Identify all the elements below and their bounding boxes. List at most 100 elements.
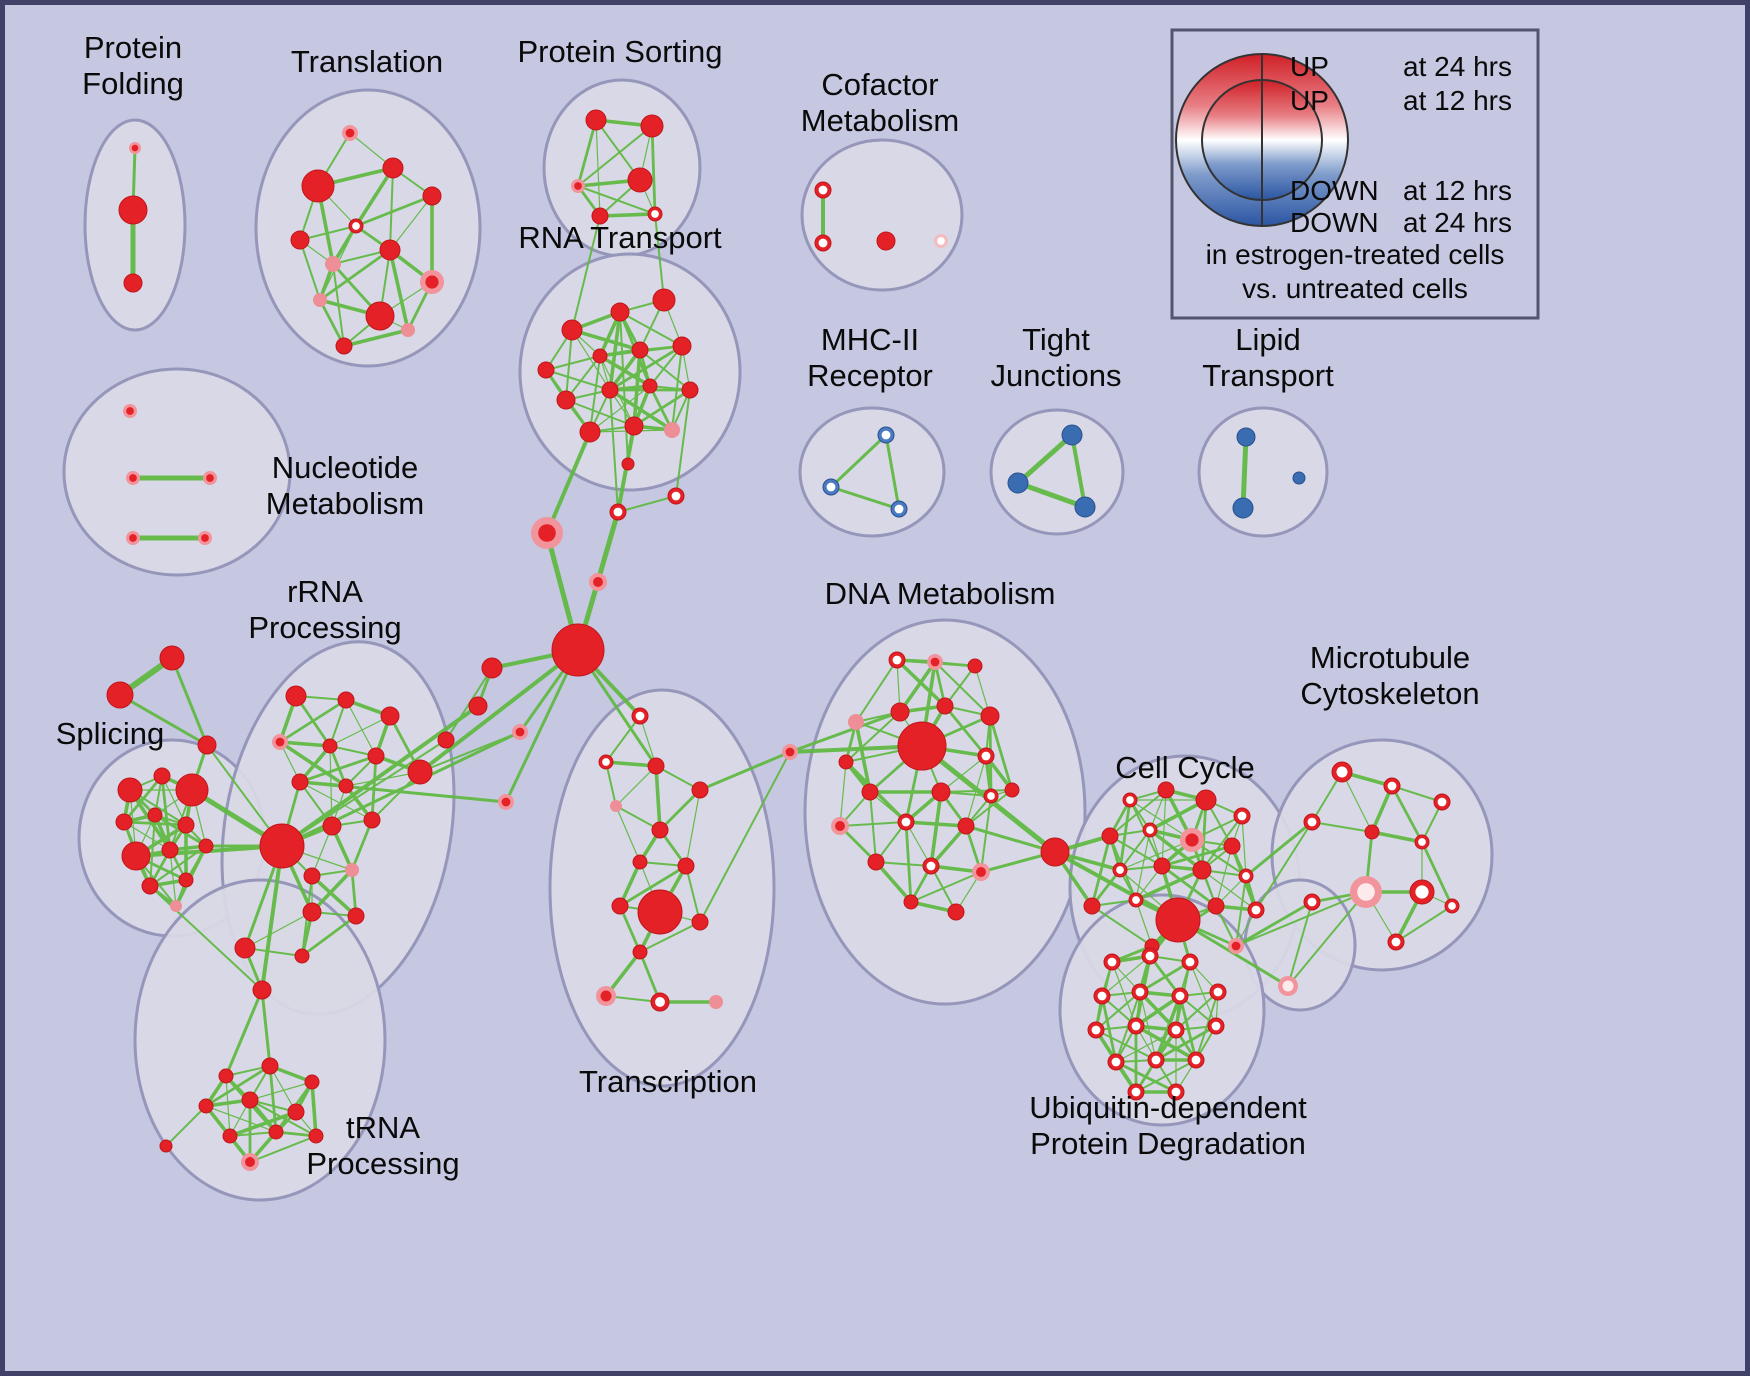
edge (1287, 891, 1367, 987)
gene-node (1004, 782, 1020, 798)
gene-node (1061, 424, 1083, 446)
gene-node (1107, 1053, 1125, 1071)
edge (280, 730, 522, 848)
gene-node (1387, 933, 1405, 951)
gene-node (123, 404, 137, 418)
edge (299, 225, 357, 241)
edge (608, 310, 622, 392)
gene-node (647, 757, 665, 775)
gene-node (1238, 868, 1254, 884)
gene-node (681, 381, 699, 399)
edge (943, 704, 988, 758)
gene-node (322, 738, 338, 754)
gene-node (303, 867, 321, 885)
gene-node (175, 773, 209, 807)
edge (1234, 900, 1314, 948)
gene-node (664, 422, 680, 438)
gene-node (931, 782, 951, 802)
gene-node (342, 125, 358, 141)
edge (577, 125, 653, 187)
gene-node (1142, 822, 1158, 838)
edge (608, 344, 684, 392)
edge (1109, 789, 1167, 837)
edge (1135, 829, 1151, 901)
edge (615, 765, 657, 807)
gene-node (1087, 1021, 1105, 1039)
edge (229, 1131, 277, 1137)
edge (419, 731, 521, 773)
edge (1370, 830, 1424, 844)
edge (1090, 834, 1112, 908)
edge (1201, 869, 1257, 911)
gene-node (1167, 1021, 1185, 1039)
cluster-label: Cell Cycle (1115, 750, 1255, 785)
gene-node (291, 773, 309, 791)
edge (929, 790, 943, 868)
edge (699, 751, 791, 923)
gene-node (936, 697, 954, 715)
edge (898, 660, 937, 714)
edge (1161, 789, 1167, 867)
gene-node (1444, 898, 1460, 914)
gene-node (1303, 893, 1321, 911)
gene-node (1127, 1083, 1145, 1101)
edge (639, 715, 657, 767)
gene-node (198, 531, 212, 545)
gene-node (814, 181, 832, 199)
gene-node (1331, 761, 1353, 783)
edge (329, 715, 391, 747)
edge (1160, 844, 1234, 868)
gene-node (170, 900, 182, 912)
gene-node (691, 913, 709, 931)
gene-node (652, 288, 676, 312)
edge (589, 385, 651, 433)
gene-node (642, 378, 658, 394)
cluster-nucleotide-metabolism (62, 367, 292, 577)
edge (639, 349, 691, 391)
gene-node (1083, 897, 1101, 915)
legend-caption: in estrogen-treated cells (1206, 239, 1505, 270)
edge (658, 788, 702, 832)
edge (618, 864, 688, 908)
gene-node (1007, 472, 1029, 494)
edge (1244, 820, 1314, 878)
edge (875, 861, 932, 867)
edge (934, 661, 991, 717)
edge (1391, 785, 1443, 803)
edge (788, 710, 902, 754)
gene-node (1103, 953, 1121, 971)
gene-node (1209, 983, 1227, 1001)
cluster-transcription (548, 688, 776, 1088)
edge (1070, 433, 1087, 509)
edge (318, 298, 346, 348)
gene-node (611, 897, 629, 915)
gene-node (972, 863, 990, 881)
gene-node (897, 721, 947, 771)
gene-node (1040, 837, 1070, 867)
legend-time: at 12 hrs (1403, 175, 1512, 206)
gene-node (627, 167, 653, 193)
gene-node (420, 270, 444, 294)
gene-node (1147, 1051, 1165, 1069)
cluster-label: RNA Transport (518, 220, 722, 255)
gene-node (1195, 789, 1217, 811)
gene-node (126, 471, 140, 485)
gene-node (335, 337, 353, 355)
gene-node (512, 724, 528, 740)
edge (874, 860, 913, 904)
gene-node (1278, 976, 1298, 996)
gene-node (672, 336, 692, 356)
gene-node (983, 788, 999, 804)
edge (571, 329, 611, 391)
legend-time: at 24 hrs (1403, 51, 1512, 82)
edge (685, 789, 701, 867)
gene-node (367, 747, 385, 765)
edge (1015, 480, 1088, 510)
gene-node (437, 731, 455, 749)
edge (829, 433, 888, 489)
gene-node (592, 348, 608, 364)
gene-node (624, 416, 644, 436)
edge (545, 355, 601, 371)
